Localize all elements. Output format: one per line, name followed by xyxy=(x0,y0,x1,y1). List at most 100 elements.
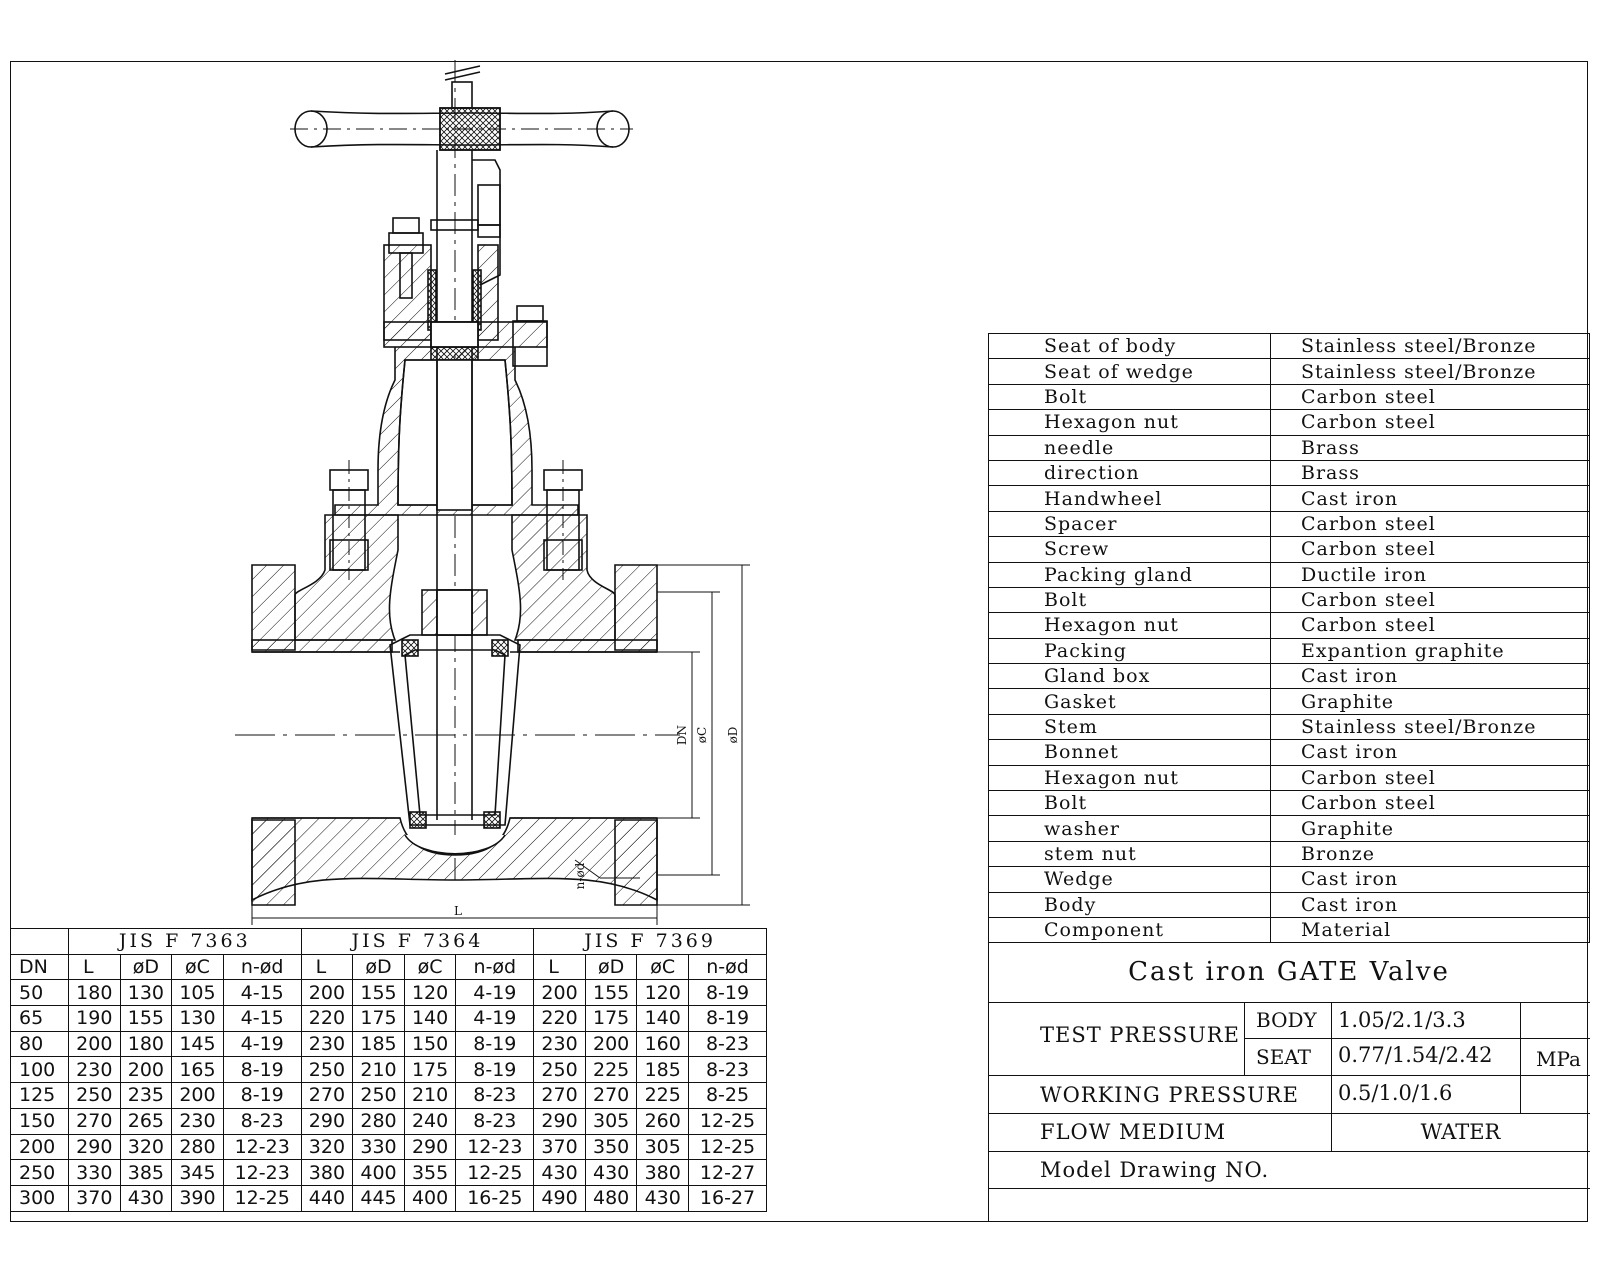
dimension-cell: 370 xyxy=(533,1133,586,1161)
standard-header: JIS F 7369 xyxy=(533,928,767,955)
dimension-cell: 165 xyxy=(171,1056,224,1084)
dimension-cell: 145 xyxy=(171,1030,224,1058)
bom-component: stem nut xyxy=(988,840,1271,868)
model-drawing-label: Model Drawing NO. xyxy=(1040,1158,1270,1182)
dimension-cell: 120 xyxy=(403,979,457,1007)
dimension-cell: 430 xyxy=(636,1184,690,1212)
bom-material: Cast iron xyxy=(1270,866,1590,893)
dimension-cell: 220 xyxy=(300,1005,354,1032)
dimension-cell: 290 xyxy=(403,1133,457,1161)
dimension-cell: 8-19 xyxy=(688,979,767,1007)
bom-component: Bonnet xyxy=(988,739,1271,766)
working-pressure-value: 0.5/1.0/1.6 xyxy=(1338,1081,1453,1105)
dimension-cell: 230 xyxy=(171,1107,224,1135)
dimension-cell: 12-25 xyxy=(455,1159,535,1186)
column-header: n-ød xyxy=(688,953,767,981)
dimension-cell: 140 xyxy=(403,1005,457,1032)
dimension-cell: 400 xyxy=(352,1159,405,1186)
dn-cell: 250 xyxy=(10,1159,69,1186)
dimension-cell: 175 xyxy=(584,1005,638,1032)
dimension-cell: 8-23 xyxy=(688,1056,767,1084)
bom-component: Packing gland xyxy=(988,561,1271,588)
dimension-cell: 250 xyxy=(300,1056,354,1084)
dimension-cell: 270 xyxy=(68,1107,121,1135)
bom-component: Component xyxy=(988,916,1271,944)
dimension-cell: 440 xyxy=(300,1184,354,1212)
dimension-cell: 200 xyxy=(68,1030,121,1058)
dimension-cell: 4-19 xyxy=(455,1005,535,1032)
dimension-cell: 175 xyxy=(352,1005,405,1032)
bom-material: Ductile iron xyxy=(1270,561,1590,588)
dimension-cell: 220 xyxy=(533,1005,586,1032)
bom-component: Screw xyxy=(988,536,1271,563)
column-header: øD xyxy=(584,953,638,981)
bom-component: Bolt xyxy=(988,790,1271,817)
dimension-cell: 12-25 xyxy=(688,1107,767,1135)
dimension-cell: 390 xyxy=(171,1184,224,1212)
column-header: øC xyxy=(636,953,690,981)
column-header: n-ød xyxy=(222,953,302,981)
dimension-cell: 225 xyxy=(636,1082,690,1109)
dimension-cell: 155 xyxy=(352,979,405,1007)
dimension-cell: 290 xyxy=(533,1107,586,1135)
dimension-cell: 12-23 xyxy=(455,1133,535,1161)
dim-c-label: øC xyxy=(695,727,709,743)
dimension-cell: 140 xyxy=(636,1005,690,1032)
dimension-cell: 180 xyxy=(68,979,121,1007)
dimension-cell: 4-15 xyxy=(222,979,302,1007)
dimension-lines xyxy=(251,564,750,925)
dimension-cell: 155 xyxy=(584,979,638,1007)
title-block: Cast iron GATE Valve TEST PRESSURE BODY … xyxy=(988,943,1590,1221)
dimension-cell: 270 xyxy=(533,1082,586,1109)
bom-material: Carbon steel xyxy=(1270,612,1590,639)
dimension-cell: 12-25 xyxy=(688,1133,767,1161)
dimension-cell: 175 xyxy=(403,1056,457,1084)
dimension-cell: 130 xyxy=(171,1005,224,1032)
dimension-cell: 250 xyxy=(352,1082,405,1109)
header-blank xyxy=(10,928,69,955)
bom-component: Spacer xyxy=(988,510,1271,538)
bom-component: Gland box xyxy=(988,663,1271,690)
valve-body xyxy=(235,514,680,906)
dimension-cell: 105 xyxy=(171,979,224,1007)
body-label: BODY xyxy=(1256,1008,1317,1032)
dimension-cell: 185 xyxy=(636,1056,690,1084)
bom-component: Hexagon nut xyxy=(988,612,1271,639)
bom-material: Brass xyxy=(1270,434,1590,461)
dimension-cell: 12-23 xyxy=(222,1133,302,1161)
dimension-cell: 370 xyxy=(68,1184,121,1212)
dimension-cell: 230 xyxy=(300,1030,354,1058)
dim-d-label: øD xyxy=(726,727,740,744)
dim-dn-label: DN xyxy=(675,725,689,745)
dimension-cell: 290 xyxy=(300,1107,354,1135)
dimension-cell: 8-19 xyxy=(455,1030,535,1058)
bom-material: Stainless steel/Bronze xyxy=(1270,358,1590,385)
bom-component: Bolt xyxy=(988,383,1271,411)
bom-component: Hexagon nut xyxy=(988,764,1271,792)
dimension-cell: 8-23 xyxy=(688,1030,767,1058)
flow-medium-label: FLOW MEDIUM xyxy=(1040,1120,1227,1144)
dimension-cell: 345 xyxy=(171,1159,224,1186)
dimension-cell: 210 xyxy=(403,1082,457,1109)
handwheel xyxy=(290,65,633,151)
dimension-cell: 445 xyxy=(352,1184,405,1212)
bonnet-top-flange xyxy=(383,321,548,348)
bom-material: Carbon steel xyxy=(1270,586,1590,614)
dimension-cell: 430 xyxy=(533,1159,586,1186)
bonnet xyxy=(334,347,579,516)
